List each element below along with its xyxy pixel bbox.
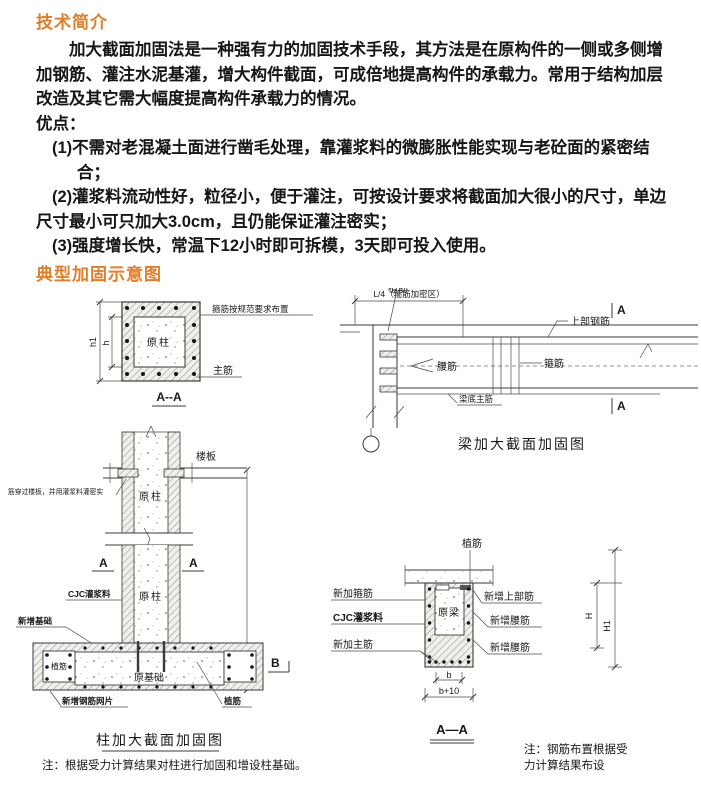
new-waist-bar-upper-label: 新增腰筋: [490, 614, 530, 627]
beam-elevation-caption: 梁加大截面加固图: [458, 436, 586, 452]
original-column-label-upper: 原柱: [139, 490, 163, 503]
section-mark-b: B: [271, 656, 280, 670]
planted-bar-right-label: 植筋: [223, 696, 242, 706]
dim-label-h: h: [101, 340, 111, 345]
through-slab-note: 筋穿过楼板，并用灌浆料灌密实: [8, 487, 103, 496]
section-heading-tech-intro: 技术简介: [36, 13, 108, 32]
beam-section-diagram: 原梁 植筋 新加箍筋 CJC灌浆料 新加主筋 新增上部筋 新增腰筋: [331, 537, 628, 772]
column-section-diagram: h1 h 原柱 箍筋按规范要求布置 主筋 A--A: [88, 298, 313, 407]
grout-label: CJC灌浆料: [333, 611, 383, 624]
stirrup-label: 箍筋: [544, 357, 564, 370]
section-heading-typical-diagrams: 典型加固示意图: [36, 265, 162, 284]
advantages-label: 优点：: [36, 114, 86, 133]
original-foundation-region: [74, 651, 225, 686]
new-foundation-label: 新增基础: [18, 616, 53, 626]
rebar-dots: [427, 587, 471, 664]
top-bar-label: 上部钢筋: [570, 315, 610, 328]
advantage-item: (1)不需对老混凝土面进行凿毛处理，靠灌浆料的微膨胀性能实现与老砼面的紧密结合；: [52, 139, 650, 182]
new-stirrup-label: 新加箍筋: [333, 587, 373, 600]
beam-section-caption: A—A: [436, 722, 468, 737]
intro-text-block: 加大截面加固法是一种强有力的加固技术手段，其方法是在原构件的一侧或多侧增加钢筋、…: [36, 38, 676, 259]
slab-region: [405, 571, 493, 582]
dim-label-H1: H1: [602, 620, 612, 632]
section-mark-a-left: A: [99, 556, 108, 570]
column-elevation-caption: 柱加大截面加固图: [96, 732, 224, 748]
new-waist-bar-lower-label: 新增腰筋: [490, 641, 530, 654]
dim-label-H: H: [584, 613, 594, 620]
waist-bar-label: 腰筋: [437, 360, 457, 373]
new-main-bar-label: 新加主筋: [333, 638, 373, 651]
original-column-label: 原柱: [147, 336, 171, 349]
original-column-label-lower: 原柱: [139, 590, 163, 603]
main-bar-label: 主筋: [213, 364, 233, 377]
section-mark-a-right: A: [189, 556, 198, 570]
original-beam-region: [434, 587, 465, 636]
grout-label: CJC灌浆料: [68, 589, 111, 599]
section-caption-aa: A--A: [156, 390, 182, 404]
stirrup-note-label: 箍筋按规范要求布置: [212, 304, 289, 314]
new-top-bar-label: 新增上部筋: [484, 590, 534, 603]
beam-section-note-line2: 力计算结果布设: [524, 758, 605, 772]
planted-bar-left-label: 植筋: [51, 661, 67, 671]
section-mark-a-top: A: [617, 303, 626, 317]
original-column-region: [133, 316, 186, 368]
beam-elevation-diagram: L/4（箍筋加密区） 植筋 上部钢筋 A A 腰筋 箍筋 梁底主筋 梁加大截面加…: [340, 288, 698, 453]
new-rebar-mesh-label: 新增钢筋网片: [62, 696, 113, 706]
axis-bubble: [362, 435, 380, 453]
bottom-main-bar-label: 梁底主筋: [459, 394, 493, 404]
advantage-item: (2)灌浆料流动性好，粒径小，便于灌注，可按设计要求将截面加大很小的尺寸，单边尺…: [36, 188, 667, 231]
planted-anchors: [379, 333, 398, 393]
dim-label-h1: h1: [88, 337, 98, 347]
column-elevation-note: 注：根据受力计算结果对柱进行加固和增设柱基础。: [42, 758, 307, 772]
rebar-dots: [125, 306, 196, 376]
advantage-item: (3)强度增长快，常温下12小时即可拆模，3天即可投入使用。: [52, 237, 496, 255]
diagrams-canvas: h1 h 原柱 箍筋按规范要求布置 主筋 A--A: [8, 288, 698, 772]
planted-bar-label: 植筋: [388, 288, 408, 295]
dim-label-b10: b+10: [439, 686, 459, 696]
original-column-lower: [134, 545, 168, 645]
beam-section-note-line1: 注：钢筋布置根据受: [524, 742, 628, 756]
original-column-upper: [134, 432, 168, 533]
planted-bar-label: 植筋: [462, 537, 482, 550]
densified-zone-label: L/4（箍筋加密区）: [373, 289, 444, 299]
column-elevation-diagram: 楼板 筋穿过楼板，并用灌浆料灌密实 原柱 原柱 A A CJC灌浆料: [8, 425, 307, 772]
section-mark-a-bottom: A: [617, 399, 626, 413]
dim-label-b: b: [446, 670, 451, 680]
intro-paragraph: 加大截面加固法是一种强有力的加固技术手段，其方法是在原构件的一侧或多侧增加钢筋、…: [36, 41, 663, 108]
stirrup-lines: [492, 337, 520, 394]
floor-slab-label: 楼板: [196, 450, 216, 463]
original-beam-label: 原梁: [438, 606, 460, 619]
original-foundation-label: 原基础: [134, 671, 164, 684]
